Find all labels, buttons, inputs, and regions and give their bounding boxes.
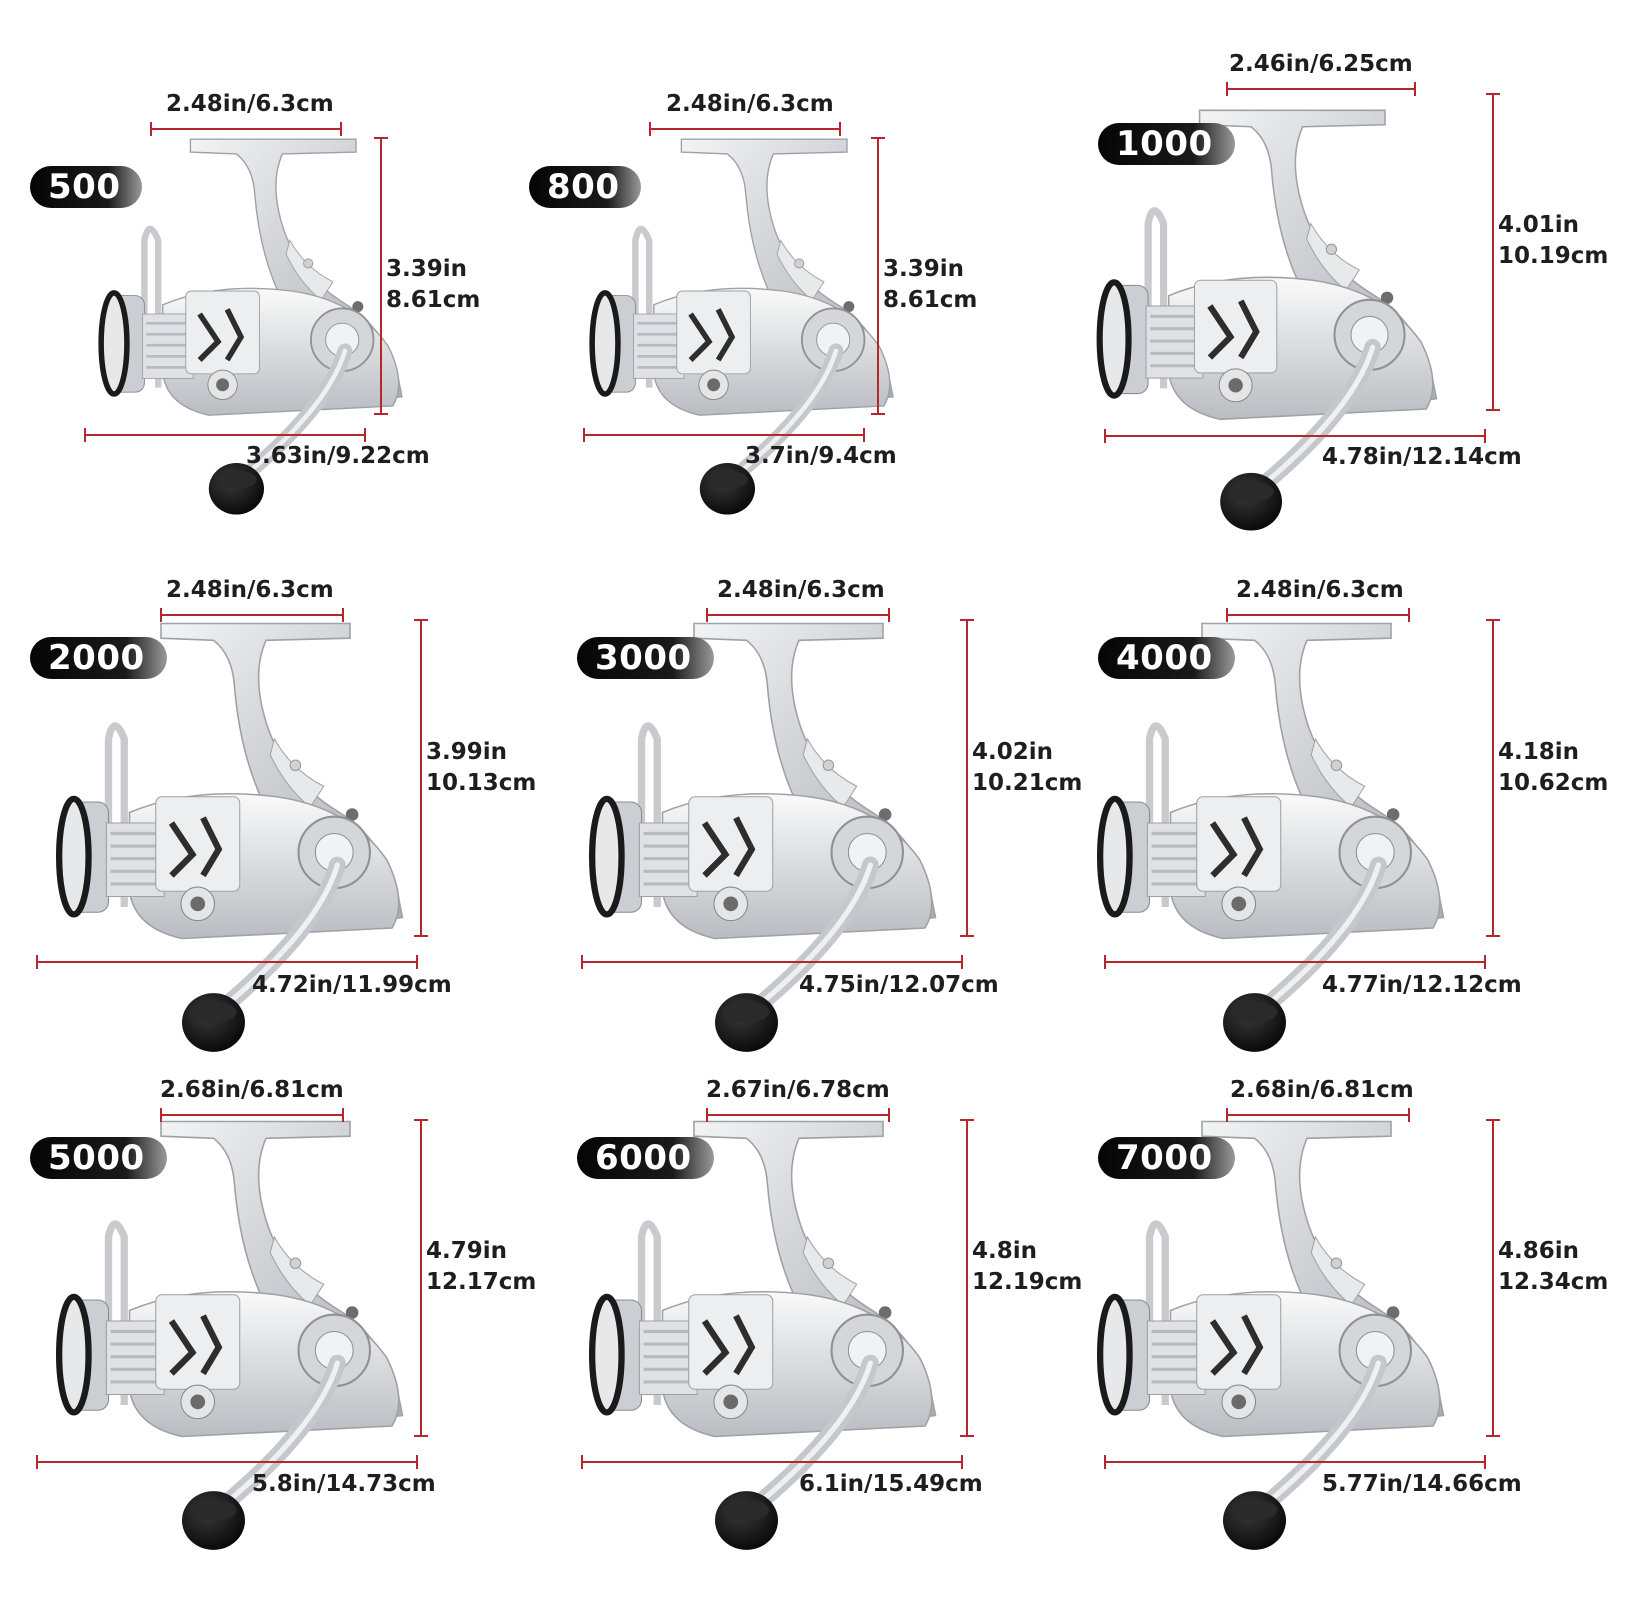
length-line [583, 428, 865, 442]
top-width-label: 2.48in/6.3cm [166, 91, 334, 117]
length-line [84, 428, 366, 442]
height-in: 3.39in [386, 256, 468, 282]
height-line [960, 1119, 974, 1437]
top-width-line [706, 1108, 890, 1122]
top-width-label: 2.67in/6.78cm [706, 1077, 890, 1103]
length-label: 4.77in/12.12cm [1322, 972, 1522, 998]
length-label: 3.63in/9.22cm [246, 443, 430, 469]
height-line [1486, 619, 1500, 937]
length-line [1104, 1455, 1486, 1469]
length-line [1104, 955, 1486, 969]
length-label: 3.7in/9.4cm [745, 443, 897, 469]
length-line [36, 1455, 418, 1469]
reel-cell-7000: 7000 2.68in/6.81cm 4.86in 12.34cm 5.77in… [1066, 1066, 1608, 1600]
top-width-label: 2.46in/6.25cm [1229, 51, 1413, 77]
length-label: 5.8in/14.73cm [252, 1471, 436, 1497]
top-width-line [160, 608, 344, 622]
reel-cell-2000: 2000 2.48in/6.3cm 3.99in 10.13cm 4.72in/… [0, 533, 536, 1066]
length-label: 4.72in/11.99cm [252, 972, 452, 998]
height-label: 4.02in 10.21cm [972, 737, 1112, 799]
height-cm: 8.61cm [883, 287, 978, 313]
reel-cell-800: 800 2.48in/6.3cm 3.39in 8.61cm 3.7in/9.4… [529, 0, 1066, 533]
height-line [414, 619, 428, 937]
model-badge: 2000 [30, 637, 167, 679]
model-badge: 3000 [577, 637, 714, 679]
height-label: 4.18in 10.62cm [1498, 737, 1638, 799]
height-label: 3.99in 10.13cm [426, 737, 566, 799]
height-cm: 10.21cm [972, 770, 1083, 796]
model-badge: 7000 [1098, 1137, 1235, 1179]
height-cm: 12.34cm [1498, 1269, 1609, 1295]
model-badge: 6000 [577, 1137, 714, 1179]
height-cm: 10.62cm [1498, 770, 1609, 796]
length-line [1104, 429, 1486, 443]
height-in: 3.99in [426, 739, 508, 765]
height-label: 4.86in 12.34cm [1498, 1236, 1638, 1298]
top-width-line [150, 122, 342, 136]
height-in: 4.02in [972, 739, 1054, 765]
length-line [581, 1455, 963, 1469]
reel-cell-3000: 3000 2.48in/6.3cm 4.02in 10.21cm 4.75in/… [533, 533, 1082, 1066]
reel-cell-4000: 4000 2.48in/6.3cm 4.18in 10.62cm 4.77in/… [1066, 533, 1608, 1066]
top-width-line [1226, 608, 1410, 622]
height-line [1486, 93, 1500, 411]
length-label: 4.75in/12.07cm [799, 972, 999, 998]
top-width-line [706, 608, 890, 622]
top-width-label: 2.68in/6.81cm [160, 1077, 344, 1103]
model-badge: 5000 [30, 1137, 167, 1179]
top-width-line [1226, 82, 1416, 96]
model-badge: 800 [529, 166, 642, 208]
top-width-line [649, 122, 841, 136]
height-line [374, 137, 388, 415]
length-label: 6.1in/15.49cm [799, 1471, 983, 1497]
height-cm: 10.13cm [426, 770, 537, 796]
length-line [581, 955, 963, 969]
height-line [414, 1119, 428, 1437]
height-in: 4.18in [1498, 739, 1580, 765]
length-label: 5.77in/14.66cm [1322, 1471, 1522, 1497]
height-in: 3.39in [883, 256, 965, 282]
length-label: 4.78in/12.14cm [1322, 444, 1522, 470]
height-cm: 8.61cm [386, 287, 481, 313]
reel-cell-6000: 6000 2.67in/6.78cm 4.8in 12.19cm 6.1in/1… [533, 1066, 1082, 1600]
top-width-label: 2.48in/6.3cm [1236, 577, 1404, 603]
model-badge: 1000 [1098, 123, 1235, 165]
height-label: 4.01in 10.19cm [1498, 210, 1638, 272]
model-badge: 4000 [1098, 637, 1235, 679]
height-label: 4.79in 12.17cm [426, 1236, 566, 1298]
height-line [871, 137, 885, 415]
height-label: 3.39in 8.61cm [883, 254, 1023, 316]
top-width-label: 2.68in/6.81cm [1230, 1077, 1414, 1103]
height-line [1486, 1119, 1500, 1437]
height-label: 3.39in 8.61cm [386, 254, 526, 316]
top-width-line [160, 1108, 344, 1122]
reel-cell-500: 500 2.48in/6.3cm 3.39in 8.61cm 3.63in/9.… [0, 0, 533, 533]
top-width-label: 2.48in/6.3cm [166, 577, 334, 603]
reel-cell-1000: 1000 2.46in/6.25cm 4.01in 10.19cm 4.78in… [1066, 0, 1608, 533]
top-width-label: 2.48in/6.3cm [666, 91, 834, 117]
height-cm: 12.17cm [426, 1269, 537, 1295]
height-cm: 10.19cm [1498, 243, 1609, 269]
top-width-label: 2.48in/6.3cm [717, 577, 885, 603]
height-cm: 12.19cm [972, 1269, 1083, 1295]
height-in: 4.01in [1498, 212, 1580, 238]
model-badge: 500 [30, 166, 143, 208]
length-line [36, 955, 418, 969]
height-in: 4.8in [972, 1238, 1038, 1264]
height-label: 4.8in 12.19cm [972, 1236, 1112, 1298]
reel-cell-5000: 5000 2.68in/6.81cm 4.79in 12.17cm 5.8in/… [0, 1066, 536, 1600]
height-line [960, 619, 974, 937]
height-in: 4.79in [426, 1238, 508, 1264]
top-width-line [1226, 1108, 1410, 1122]
height-in: 4.86in [1498, 1238, 1580, 1264]
